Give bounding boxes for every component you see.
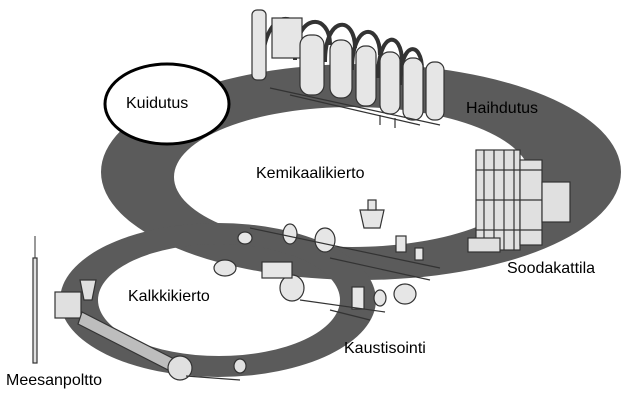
label-kalkkikierto: Kalkkikierto xyxy=(128,288,210,305)
evaporation-plant-icon xyxy=(251,9,445,128)
label-haihdutus: Haihdutus xyxy=(466,100,539,117)
kuidutus-ellipse xyxy=(103,62,231,146)
lime-kiln-icon xyxy=(32,236,247,381)
label-kuidutus: Kuidutus xyxy=(126,95,189,112)
label-soodakattila: Soodakattila xyxy=(507,260,596,277)
label-kemikaalikierto: Kemikaalikierto xyxy=(256,165,365,182)
label-meesanpoltto: Meesanpoltto xyxy=(6,372,103,389)
causticizing-plant-icon xyxy=(213,199,441,321)
label-kaustisointi: Kaustisointi xyxy=(344,340,426,357)
recovery-boiler-icon xyxy=(467,149,571,253)
